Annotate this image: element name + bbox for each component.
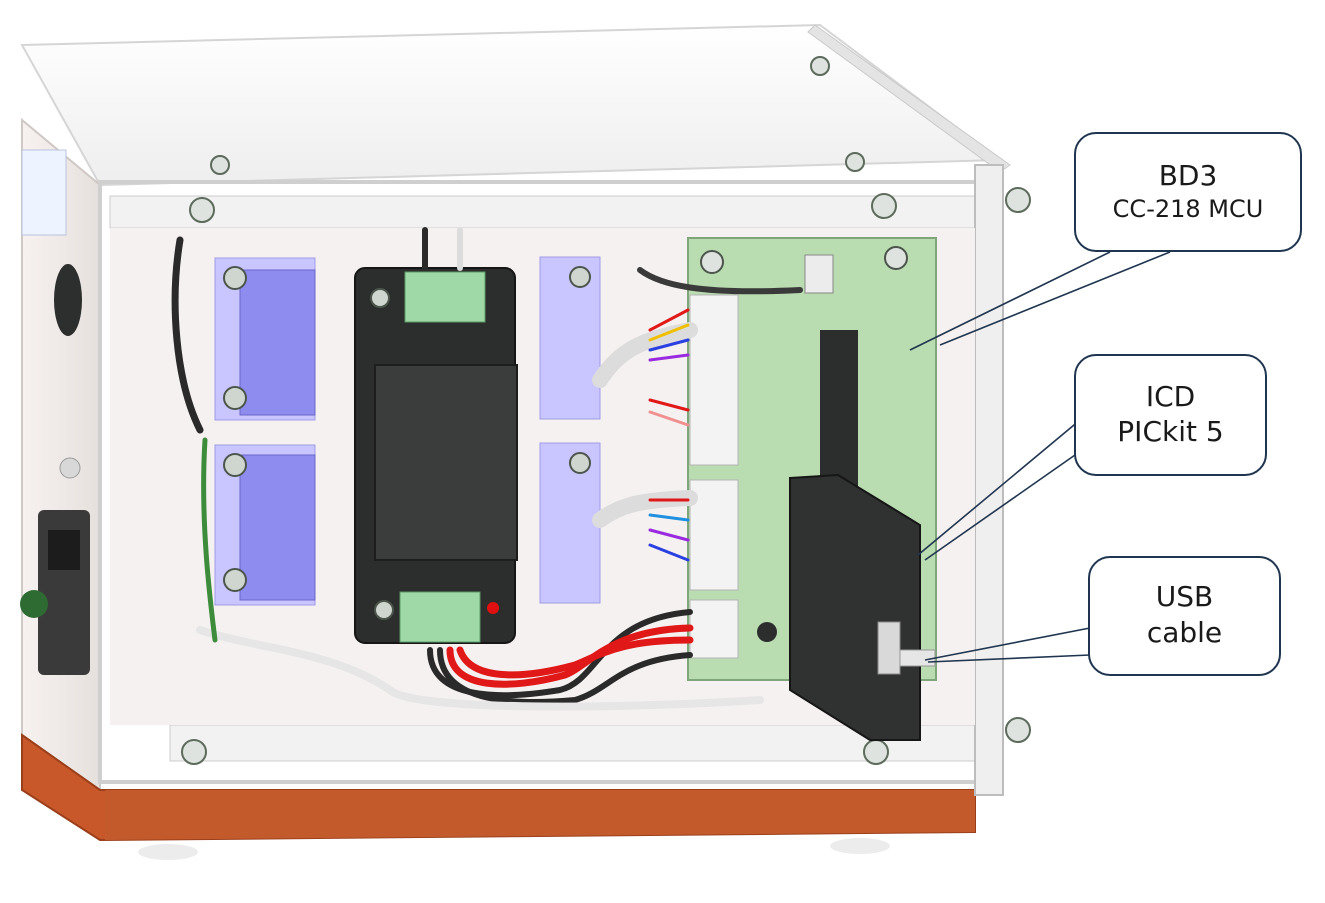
power-module: [354, 267, 518, 644]
ground-terminal: [20, 590, 48, 618]
callout-leaders: [909, 251, 1171, 663]
enclosure-top: [20, 23, 1011, 187]
rocker-switch: [54, 264, 82, 336]
callout-bd3-title: BD3: [1158, 159, 1218, 192]
callout-bd3-subtitle: CC-218 MCU: [1112, 195, 1264, 223]
fuse-holder: [59, 457, 81, 479]
callout-usb-title: USB: [1155, 580, 1214, 613]
leader-icd-a: [917, 419, 1081, 556]
callout-icd-title: ICD: [1145, 380, 1196, 413]
enclosure-base: [21, 733, 976, 860]
wiring: [171, 227, 803, 711]
label-plate: [21, 149, 67, 236]
screws: [181, 56, 1031, 765]
leader-icd-b: [924, 454, 1076, 561]
relay-heatsinks-left: [214, 257, 316, 606]
callout-icd-subtitle: PICkit 5: [1117, 415, 1224, 448]
leader-bd3-b: [939, 251, 1171, 346]
callout-icd: ICD PICkit 5: [1074, 354, 1267, 476]
leader-usb-a: [924, 627, 1091, 661]
enclosure-left-panel: [20, 117, 101, 792]
leader-bd3-a: [909, 251, 1111, 351]
leader-usb-b: [927, 654, 1091, 663]
callout-usb-subtitle: cable: [1146, 616, 1223, 649]
callout-bd3: BD3 CC-218 MCU: [1074, 132, 1302, 252]
programmer: [789, 473, 936, 741]
callout-usb: USB cable: [1088, 556, 1281, 676]
relay-heatsinks-right: [539, 256, 601, 604]
